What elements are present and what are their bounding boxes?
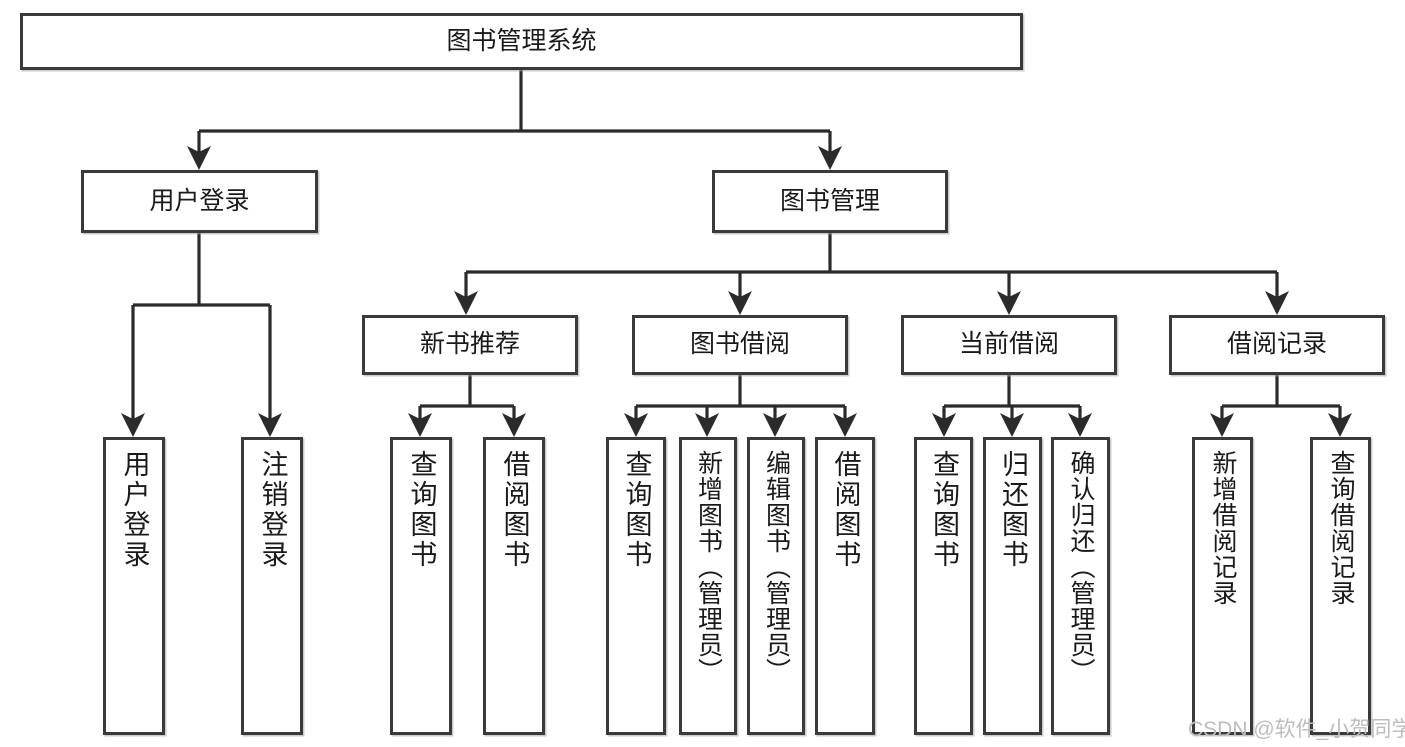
node-leaf-edit-book[interactable]: 编辑图书（管理员） [747,437,805,735]
node-leaf-user-login-label: 用户登录 [119,450,150,570]
node-leaf-confirm-return[interactable]: 确认归还（管理员） [1051,437,1110,735]
node-leaf-user-login[interactable]: 用户登录 [103,437,165,735]
node-leaf-add-book[interactable]: 新增图书（管理员） [679,437,737,735]
node-borrow-record-label: 借阅记录 [1226,330,1327,359]
node-leaf-add-book-label: 新增图书（管理员） [694,450,723,684]
node-leaf-query-book-1[interactable]: 查询图书 [390,437,452,735]
node-current-borrow-label: 当前借阅 [958,330,1059,359]
node-leaf-confirm-return-label: 确认归还（管理员） [1067,450,1095,684]
node-new-book-rec-label: 新书推荐 [419,330,520,359]
node-leaf-borrow-book-2[interactable]: 借阅图书 [815,437,875,735]
node-leaf-return-book[interactable]: 归还图书 [983,437,1042,735]
node-leaf-borrow-book-1-label: 借阅图书 [499,450,530,570]
node-user-login[interactable]: 用户登录 [81,170,318,233]
node-user-login-label: 用户登录 [149,186,250,215]
node-leaf-query-record[interactable]: 查询借阅记录 [1310,437,1371,735]
node-leaf-query-book-3[interactable]: 查询图书 [914,437,973,735]
node-leaf-query-book-3-label: 查询图书 [929,450,959,570]
node-leaf-return-book-label: 归还图书 [998,450,1028,570]
node-book-borrow-label: 图书借阅 [689,330,790,359]
node-leaf-borrow-book-2-label: 借阅图书 [830,450,861,570]
node-current-borrow[interactable]: 当前借阅 [901,315,1117,375]
node-leaf-add-record-label: 新增借阅记录 [1209,450,1237,606]
node-leaf-query-book-2[interactable]: 查询图书 [606,437,666,735]
node-leaf-query-book-1-label: 查询图书 [406,450,437,570]
node-book-borrow[interactable]: 图书借阅 [632,315,848,375]
node-borrow-record[interactable]: 借阅记录 [1169,315,1385,375]
node-book-manage[interactable]: 图书管理 [712,170,948,233]
watermark: CSDN @软件_小贺同学 [1188,718,1405,741]
node-new-book-rec[interactable]: 新书推荐 [362,315,578,375]
node-leaf-query-book-2-label: 查询图书 [621,450,652,570]
node-root-label: 图书管理系统 [446,26,597,55]
node-leaf-add-record[interactable]: 新增借阅记录 [1192,437,1253,735]
node-root[interactable]: 图书管理系统 [20,13,1023,70]
node-book-manage-label: 图书管理 [779,186,880,215]
node-leaf-query-record-label: 查询借阅记录 [1327,450,1355,606]
node-leaf-logout[interactable]: 注销登录 [241,437,303,735]
node-leaf-borrow-book-1[interactable]: 借阅图书 [483,437,545,735]
node-leaf-edit-book-label: 编辑图书（管理员） [762,450,791,684]
node-leaf-logout-label: 注销登录 [257,450,288,570]
